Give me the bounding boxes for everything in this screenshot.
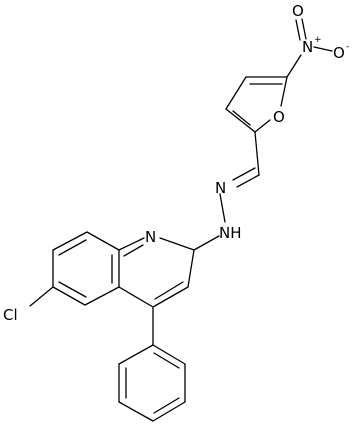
- bond-ph-1-2-inner: [153, 352, 180, 369]
- bond-ph-4-5: [118, 401, 154, 422]
- bond-ph-3-4-inner: [153, 397, 180, 414]
- bond-furan-c5-o: [280, 76, 288, 107]
- bond-q-c8-c7-a: [52, 231, 88, 251]
- atom-nitro-o-single: O: [333, 44, 345, 62]
- bonds: [29, 18, 333, 422]
- atom-hydrazone-n: N: [215, 179, 226, 197]
- bond-furan-o-c2: [254, 119, 271, 133]
- bond-q-c8a-c8: [86, 231, 120, 251]
- atom-furan-o: O: [273, 108, 285, 126]
- bond-nitro-n-o-single: [313, 46, 333, 52]
- atom-nitro-o-double: O: [292, 2, 304, 20]
- atom-nitro-o-single-charge: -: [346, 42, 349, 52]
- bond-q-c6-c5-a: [52, 286, 86, 306]
- bond-ph-1-2: [152, 344, 186, 365]
- bond-n-nh: [219, 193, 226, 223]
- bond-q-c4-c3-b: [154, 281, 184, 300]
- bond-ph-6-1: [118, 344, 154, 365]
- bond-ch-n-double-a: [236, 174, 260, 188]
- bond-nh-quinoline-c2: [193, 235, 220, 251]
- atom-quinoline-n: N: [145, 228, 156, 246]
- bond-q-c6-c5-b: [58, 281, 87, 298]
- bond-q-c5-c4a: [84, 286, 120, 306]
- bond-q-c8-c7-b: [58, 239, 87, 256]
- bond-q-n1-c8a-b: [123, 244, 144, 257]
- bond-nitro-n-o-double-b: [301, 18, 307, 40]
- bond-q-c4a-c4: [118, 286, 154, 308]
- bond-q-c2-n1: [159, 237, 195, 251]
- bond-furan-c2-c3-inner: [232, 110, 251, 126]
- atom-hydrazone-nh: NH: [219, 224, 242, 242]
- bond-ph-3-4: [152, 401, 186, 422]
- bond-q-c3-c2: [187, 249, 195, 288]
- atom-labels: O N + O - O N NH N Cl: [3, 2, 349, 324]
- atom-nitro-n: N: [302, 38, 313, 56]
- bond-furan-c2-ch: [254, 131, 260, 176]
- bond-nitro-n-c5: [286, 54, 302, 78]
- bond-furan-c2-c3: [225, 108, 256, 133]
- bond-q-c4-c3-a: [152, 286, 189, 308]
- bond-furan-c3-c4: [225, 76, 247, 110]
- bond-q-n1-c8a-a: [118, 237, 145, 251]
- bond-c6-cl: [29, 286, 54, 307]
- atom-chloro: Cl: [3, 306, 18, 324]
- bond-nitro-n-o-double-a: [295, 19, 301, 41]
- bond-ch-n-double-b: [232, 167, 256, 181]
- atom-nitro-n-charge: +: [314, 35, 322, 45]
